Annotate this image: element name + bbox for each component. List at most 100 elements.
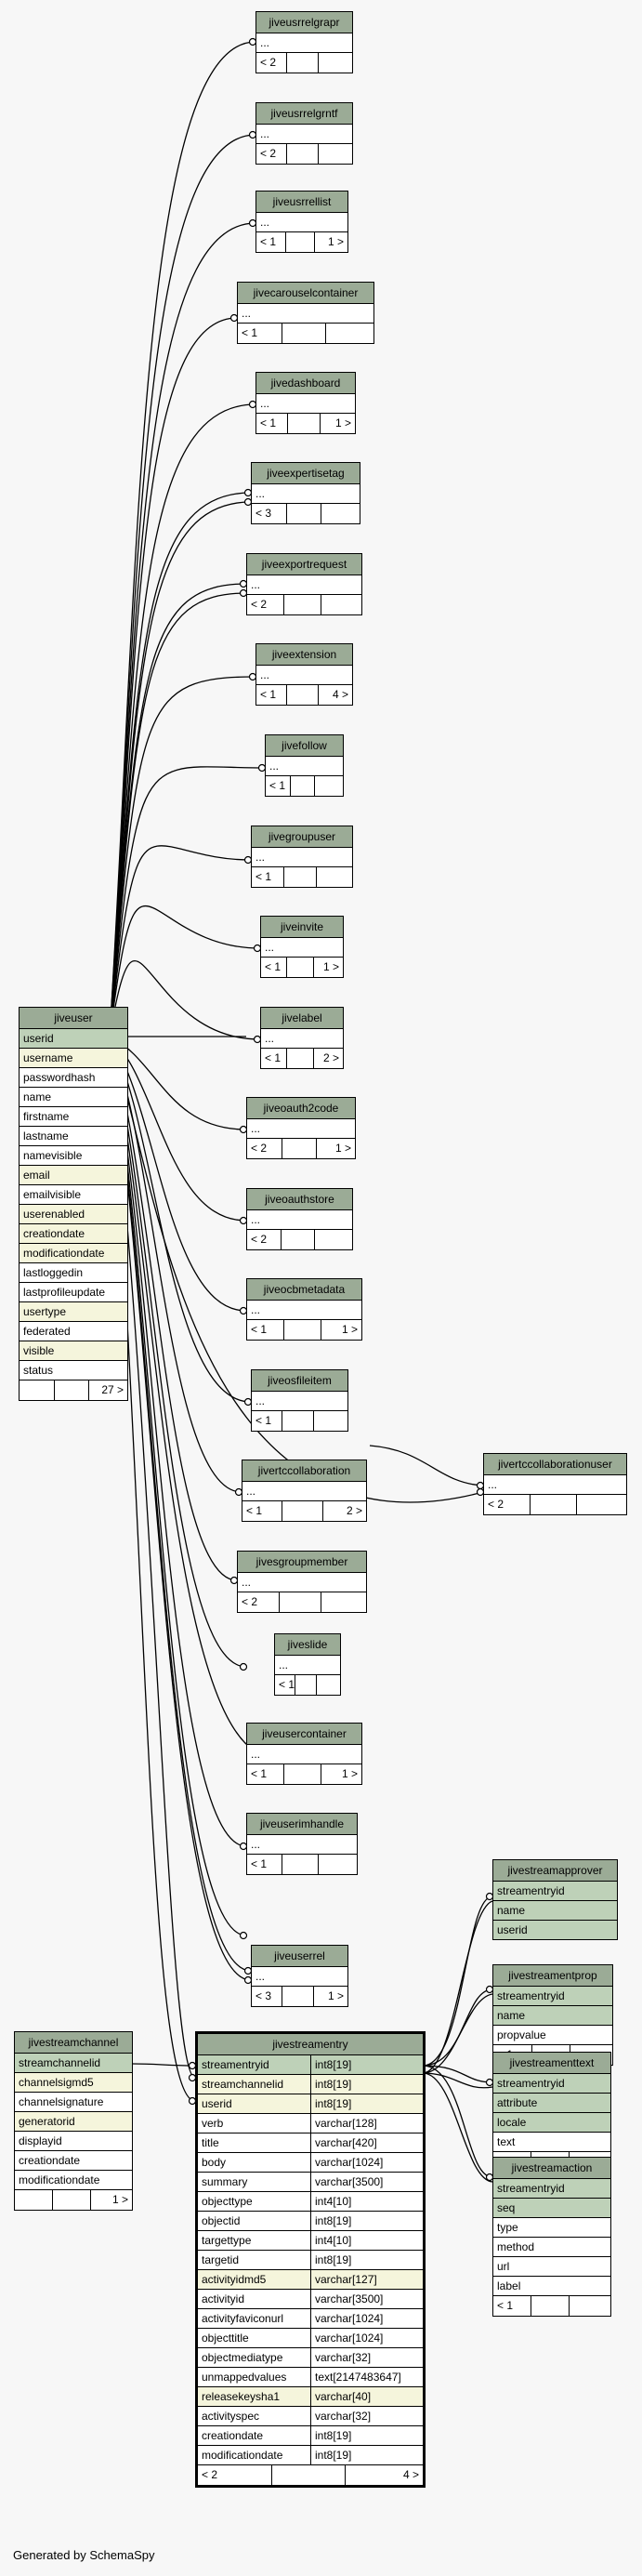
table-jivesgroupmember[interactable]: jivesgroupmember...< 2 [237,1551,367,1613]
parent-count[interactable]: < 1 [493,2296,531,2316]
table-header[interactable]: jiveslide [275,1634,340,1656]
parent-count[interactable]: < 2 [256,53,288,73]
table-column-row[interactable]: emailvisible [20,1185,127,1205]
table-column-row[interactable]: federated [20,1322,127,1341]
table-header[interactable]: jivedashboard [256,373,355,394]
parent-count[interactable]: < 1 [256,414,289,433]
table-jiveslide[interactable]: jiveslide...< 1 [274,1633,341,1696]
table-header[interactable]: jivestreamentry [198,2034,423,2055]
child-count[interactable]: 1 > [111,2193,128,2206]
table-column-row[interactable]: name [493,2006,612,2026]
table-column-row[interactable]: ... [275,1656,340,1675]
table-header[interactable]: jivestreamchannel [15,2032,132,2054]
table-header[interactable]: jiveusrrelgrapr [256,12,352,33]
parent-count[interactable]: < 2 [198,2465,272,2485]
table-column-row[interactable]: name [493,1901,617,1921]
table-header[interactable]: jiveuser [20,1008,127,1029]
table-column-row[interactable]: lastprofileupdate [20,1283,127,1302]
table-header[interactable]: jiveosfileitem [252,1370,347,1392]
table-column-row[interactable]: modificationdate [15,2171,132,2190]
parent-count[interactable]: < 2 [238,1592,280,1612]
table-column-row[interactable]: username [20,1049,127,1068]
parent-count[interactable]: < 1 [252,1411,283,1431]
table-column-row[interactable]: ... [256,394,355,414]
parent-count[interactable]: < 1 [256,685,288,705]
table-column-row[interactable]: ... [256,125,352,144]
table-column-row[interactable]: firstname [20,1107,127,1127]
table-column-row[interactable]: userenabled [20,1205,127,1224]
table-header[interactable]: jivesgroupmember [238,1552,366,1573]
child-count[interactable]: 1 > [341,1323,358,1336]
table-column-row[interactable]: visible [20,1341,127,1361]
table-column-row[interactable]: ... [247,1210,352,1230]
table-column-row[interactable]: status [20,1361,127,1380]
table-header[interactable]: jivertccollaboration [242,1460,366,1482]
table-column-row[interactable]: displayid [15,2132,132,2151]
table-column-row[interactable]: ... [256,33,352,53]
parent-count[interactable]: < 1 [247,1855,283,1874]
parent-count[interactable]: < 2 [484,1495,531,1514]
child-count[interactable]: 4 > [403,2468,420,2481]
table-column-row[interactable]: ... [242,1482,366,1501]
table-column-row[interactable]: ... [247,1745,361,1764]
table-column-row[interactable]: text [493,2133,610,2152]
parent-count[interactable]: < 1 [252,867,284,887]
table-column-row[interactable]: creationdate [20,1224,127,1244]
parent-count[interactable]: < 1 [275,1675,296,1695]
parent-count[interactable]: < 1 [261,958,288,977]
table-header[interactable]: jiveocbmetadata [247,1279,361,1301]
table-column-row[interactable]: ... [261,938,343,958]
child-count[interactable]: 1 > [327,1989,344,2002]
table-header[interactable]: jivecarouselcontainer [238,283,373,304]
table-header[interactable]: jivestreamentprop [493,1965,612,1987]
child-count[interactable]: 1 > [322,960,339,973]
table-header[interactable]: jivestreamenttext [493,2053,610,2074]
parent-count[interactable]: < 1 [242,1501,283,1521]
table-column-row[interactable]: ... [256,666,352,685]
table-column-row[interactable]: seq [493,2199,610,2218]
table-column-row[interactable]: propvalue [493,2026,612,2045]
table-jivertccollaborationuser[interactable]: jivertccollaborationuser...< 2 [483,1453,627,1515]
table-header[interactable]: jivertccollaborationuser [484,1454,626,1475]
table-column-row[interactable]: channelsignature [15,2093,132,2112]
table-header[interactable]: jiveexpertisetag [252,463,360,484]
table-column-row[interactable]: ... [252,848,352,867]
table-column-row[interactable]: generatorid [15,2112,132,2132]
table-column-row[interactable]: userid [20,1029,127,1049]
table-header[interactable]: jiveusrrellist [256,192,347,213]
table-column-row[interactable]: ... [247,1119,355,1139]
table-column-row[interactable]: label [493,2277,610,2296]
table-jivefollow[interactable]: jivefollow...< 1 [265,734,344,797]
child-count[interactable]: 2 > [322,1051,339,1064]
parent-count[interactable]: < 2 [247,1230,282,1249]
parent-count[interactable]: < 1 [238,324,282,343]
child-count[interactable]: 1 > [334,416,351,429]
table-column-row[interactable]: usertype [20,1302,127,1322]
table-header[interactable]: jivestreamaction [493,2158,610,2179]
